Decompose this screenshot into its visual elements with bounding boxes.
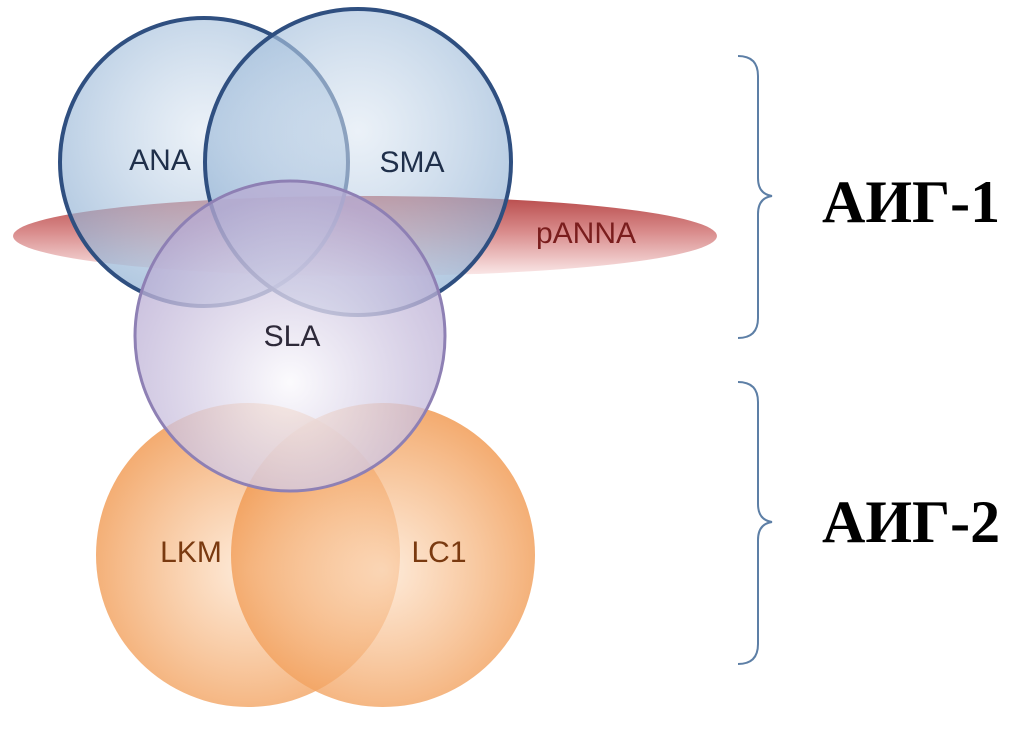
panna-label: pANNA bbox=[536, 217, 636, 250]
sla-label: SLA bbox=[264, 320, 321, 353]
group1-bracket bbox=[737, 55, 773, 339]
lkm-label: LKM bbox=[160, 536, 222, 569]
group2-label: АИГ-2 bbox=[822, 489, 1000, 555]
group2-bracket bbox=[737, 381, 773, 665]
group1-label: АИГ-1 bbox=[822, 169, 1000, 235]
lc1-label: LC1 bbox=[411, 536, 466, 569]
sla-circle bbox=[133, 179, 447, 493]
sma-label: SMA bbox=[379, 146, 444, 179]
ana-label: ANA bbox=[129, 144, 191, 177]
